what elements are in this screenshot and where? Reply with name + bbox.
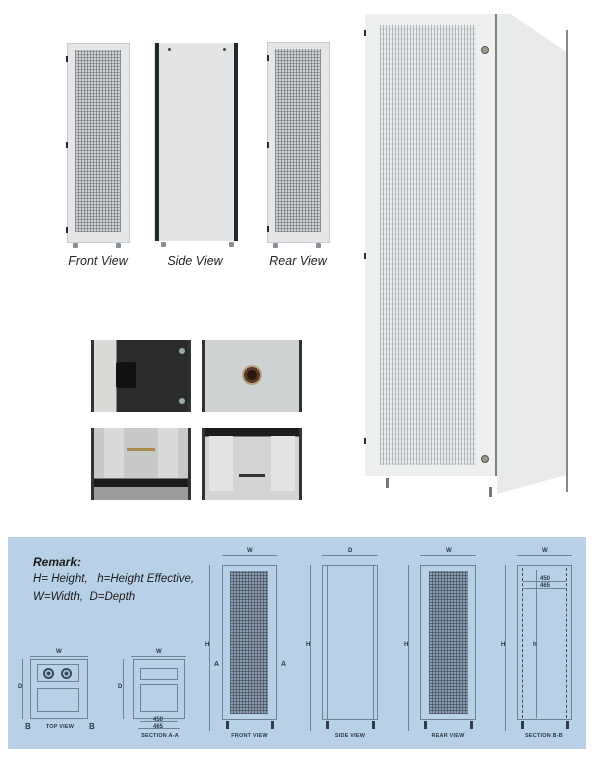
fan-icon bbox=[43, 668, 54, 679]
lock-icon bbox=[481, 455, 489, 463]
interior-bottom-photo bbox=[91, 428, 191, 500]
hinge-icon bbox=[267, 226, 269, 232]
side-view-label: Side View bbox=[167, 254, 223, 268]
hinge-icon bbox=[66, 227, 68, 233]
hinge-icon bbox=[66, 56, 68, 62]
interior-top-photo bbox=[202, 428, 302, 500]
hinge-icon bbox=[267, 142, 269, 148]
hinge-icon bbox=[66, 142, 68, 148]
rear-view-label: Rear View bbox=[269, 254, 327, 268]
lock-icon bbox=[242, 365, 262, 385]
spec-drawing-panel bbox=[8, 537, 586, 749]
hinge-detail-photo bbox=[91, 340, 191, 412]
remark-line-2: W=Width, D=Depth bbox=[33, 591, 136, 603]
lock-icon bbox=[481, 46, 489, 54]
remark-title: Remark: bbox=[33, 555, 82, 569]
front-view-label: Front View bbox=[68, 254, 128, 268]
lock-detail-photo bbox=[202, 340, 302, 412]
hinge-icon bbox=[267, 55, 269, 61]
fan-icon bbox=[61, 668, 72, 679]
remark-line-1: H= Height, h=Height Effective, bbox=[33, 573, 195, 585]
